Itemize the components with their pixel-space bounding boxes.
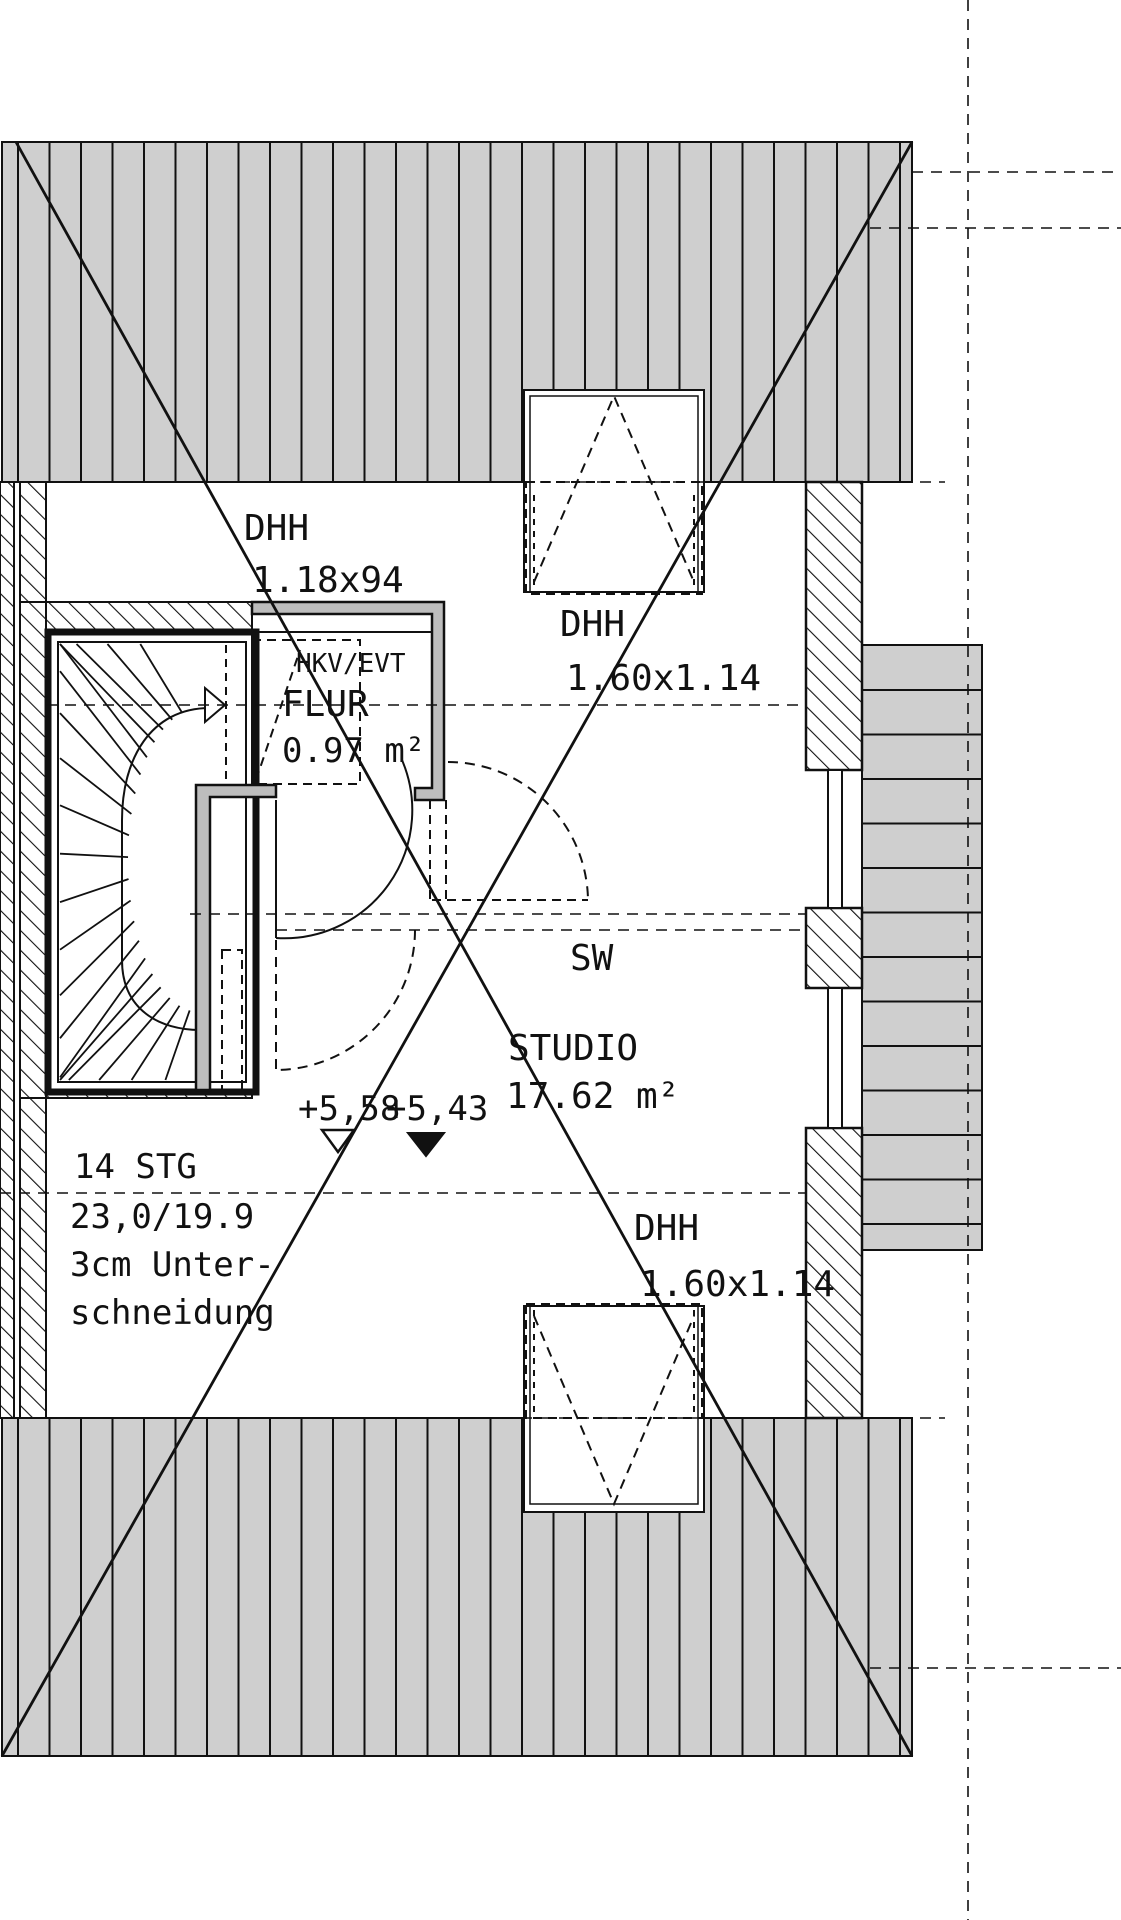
stair-tread-line [59, 973, 154, 1081]
staircase [44, 601, 260, 1099]
diagonal-cross [0, 141, 914, 1757]
stair-treads [59, 643, 191, 1081]
hkv-closet [251, 639, 361, 785]
stair-tread-line [59, 940, 140, 1039]
label-sw: SW [570, 938, 614, 979]
wall-right [804, 480, 864, 1420]
label-skylight-top-right-size: 1.60x1.14 [566, 658, 761, 699]
stair-tread-line [59, 643, 156, 743]
stair-tread-line [59, 852, 129, 859]
stair-tread-line [75, 643, 164, 731]
rafters-bottom [17, 1418, 901, 1756]
label-skylight-top-left-name: DHH [244, 508, 309, 549]
dormer-right [861, 644, 983, 1251]
label-stairs-note-2: schneidung [70, 1293, 275, 1333]
label-stairs-dims: 23,0/19.9 [70, 1197, 254, 1237]
stair-tread-line [59, 643, 148, 758]
label-level-b: +5,43 [386, 1089, 488, 1129]
label-level-a: +5,58 [298, 1089, 400, 1129]
label-skylight-bottom-name: DHH [634, 1208, 699, 1249]
roof-bottom [1, 1417, 913, 1757]
wall-left [0, 481, 47, 1419]
label-stairs-count: 14 STG [74, 1147, 197, 1187]
label-skylight-bottom-size: 1.60x1.14 [640, 1264, 835, 1305]
stair-tread-line [164, 1010, 191, 1081]
skylight-bottom [523, 1303, 705, 1513]
label-hkv-evt: HKV/EVT [296, 649, 406, 679]
label-stairs-note-1: 3cm Unter- [70, 1245, 275, 1285]
stair-tread-line [68, 986, 162, 1081]
stair-tread-line [130, 1005, 181, 1081]
label-skylight-top-right-name: DHH [560, 604, 625, 645]
label-flur-area: 0.97 m² [282, 731, 425, 771]
stair-tread-line [106, 643, 173, 721]
stair-tread-line [59, 670, 142, 776]
level-marker-open-icon [319, 1128, 357, 1155]
label-skylight-top-left-size: 1.18x94 [252, 560, 404, 601]
dormer-slats [862, 689, 982, 1225]
level-markers [319, 1128, 447, 1158]
skylight-top [523, 389, 705, 595]
stair-tread-line [59, 899, 132, 951]
stair-tread-line [59, 757, 132, 815]
stair-tread-line [98, 997, 171, 1081]
stair-tread-line [139, 643, 183, 714]
plan-labels: DHH 1.18x94 DHH 1.60x1.14 HKV/EVT FLUR 0… [70, 508, 835, 1333]
rafters-top [17, 142, 901, 482]
label-studio-area: 17.62 m² [506, 1076, 679, 1117]
stair-tread-line [59, 804, 130, 837]
door-swings [221, 759, 589, 1093]
level-marker-filled-icon [405, 1132, 447, 1158]
stair-tread-line [59, 957, 146, 1078]
stair-tread-line [59, 712, 136, 795]
label-flur-name: FLUR [282, 684, 369, 725]
label-studio-name: STUDIO [508, 1028, 638, 1069]
stair-tread-line [59, 878, 129, 903]
roof-top [1, 141, 913, 483]
